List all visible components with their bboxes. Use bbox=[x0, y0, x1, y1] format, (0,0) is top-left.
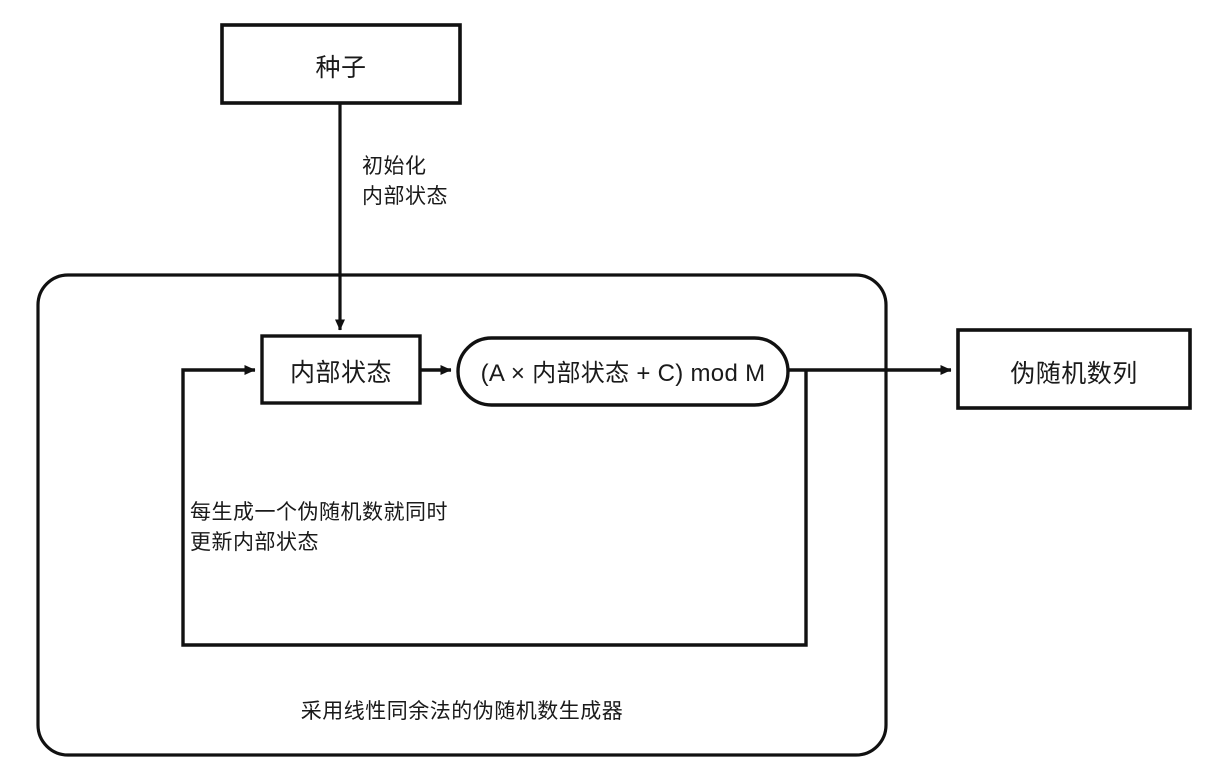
prng-container-shape bbox=[36, 273, 888, 757]
edge-label-feedback: 每生成一个伪随机数就同时 更新内部状态 bbox=[190, 501, 448, 555]
prng-container-caption: 采用线性同余法的伪随机数生成器 bbox=[300, 700, 624, 723]
output-node-label: 伪随机数列 bbox=[1010, 360, 1138, 388]
edge-feedback-loop bbox=[181, 365, 808, 647]
output-box-shape bbox=[956, 328, 1192, 410]
formula-node-label: (A × 内部状态 + C) mod M bbox=[480, 360, 766, 387]
internal-state-node-label: 内部状态 bbox=[289, 359, 392, 387]
seed-node-label: 种子 bbox=[315, 54, 367, 82]
edge-label-initialize: 初始化 内部状态 bbox=[362, 155, 448, 209]
internal-state-box-shape bbox=[260, 334, 422, 405]
